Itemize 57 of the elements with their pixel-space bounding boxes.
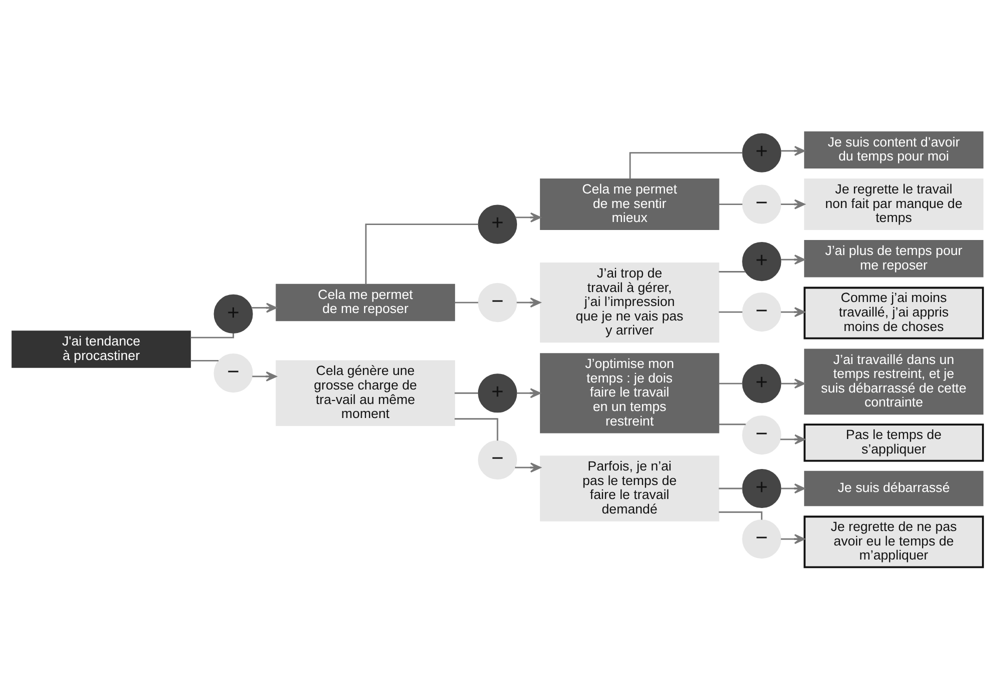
node-circle: − bbox=[742, 415, 782, 454]
node-box: Cela génère une grosse charge de tra-vail au même moment bbox=[276, 360, 456, 426]
node-circle: + bbox=[214, 294, 253, 334]
node-circle: − bbox=[742, 519, 782, 558]
node-box: Cela me permet de me sentir mieux bbox=[540, 178, 720, 230]
connector bbox=[718, 510, 762, 520]
arrow bbox=[780, 378, 806, 388]
arrow bbox=[516, 297, 541, 308]
arrow bbox=[780, 254, 806, 264]
arrow bbox=[252, 370, 277, 381]
node-circle: + bbox=[478, 373, 518, 412]
node-box: J’ai plus de temps pour me reposer bbox=[804, 240, 984, 277]
connector bbox=[365, 223, 478, 284]
connector bbox=[629, 152, 743, 178]
node-box: Je regrette le travail non fait par manque de temps bbox=[804, 178, 984, 230]
node-circle: − bbox=[742, 184, 782, 224]
node-circle: + bbox=[742, 364, 782, 403]
node-box: Cela me permet de me reposer bbox=[276, 283, 456, 321]
connector bbox=[718, 423, 746, 425]
node-circle: − bbox=[214, 353, 253, 392]
arrow bbox=[780, 198, 806, 209]
connector bbox=[718, 310, 742, 312]
connector bbox=[190, 360, 219, 361]
node-circle: − bbox=[478, 440, 518, 479]
connector bbox=[454, 301, 478, 303]
node-box: Je suis content d’avoir du temps pour moi bbox=[804, 130, 984, 168]
connector bbox=[718, 382, 742, 384]
node-circle: + bbox=[742, 468, 782, 508]
node-box: Je regrette de ne pas avoir eu le temps de m’appliquer bbox=[804, 515, 984, 568]
node-circle: + bbox=[742, 132, 782, 172]
node-box: Pas le temps de s’appliquer bbox=[804, 423, 984, 462]
connector bbox=[190, 332, 234, 338]
node-box: J’ai trop de travail à gérer, j’ai l’impression que je ne vais pas y arriver bbox=[540, 262, 720, 342]
connector bbox=[454, 418, 498, 440]
node-circle: − bbox=[742, 292, 782, 332]
connector bbox=[718, 487, 742, 489]
arrow bbox=[251, 302, 277, 312]
arrow bbox=[515, 212, 542, 222]
arrow bbox=[516, 388, 541, 398]
node-box: J'ai tendance à procastiner bbox=[12, 330, 191, 368]
node-box: Comme j’ai moins travaillé, j’ai appris moins de choses bbox=[804, 286, 984, 339]
node-circle: + bbox=[742, 241, 782, 281]
arrow bbox=[780, 434, 806, 444]
arrow bbox=[780, 534, 806, 544]
node-box: Parfois, je n’ai pas le temps de faire le travail demandé bbox=[540, 455, 720, 521]
node-box: J’ai travaillé dans un temps restreint, et je suis débarrassé de cette contrainte bbox=[804, 348, 984, 414]
node-box: Je suis débarrassé bbox=[804, 470, 984, 506]
arrow bbox=[780, 145, 806, 156]
connector bbox=[718, 203, 742, 204]
arrow bbox=[780, 483, 806, 493]
connector bbox=[454, 392, 478, 394]
node-circle: − bbox=[478, 282, 518, 322]
node-box: J’optimise mon temps : je dois faire le travail en un temps restreint bbox=[540, 352, 720, 433]
arrow bbox=[780, 306, 806, 317]
node-circle: + bbox=[478, 204, 518, 244]
arrow bbox=[515, 462, 542, 472]
connector bbox=[718, 270, 746, 272]
